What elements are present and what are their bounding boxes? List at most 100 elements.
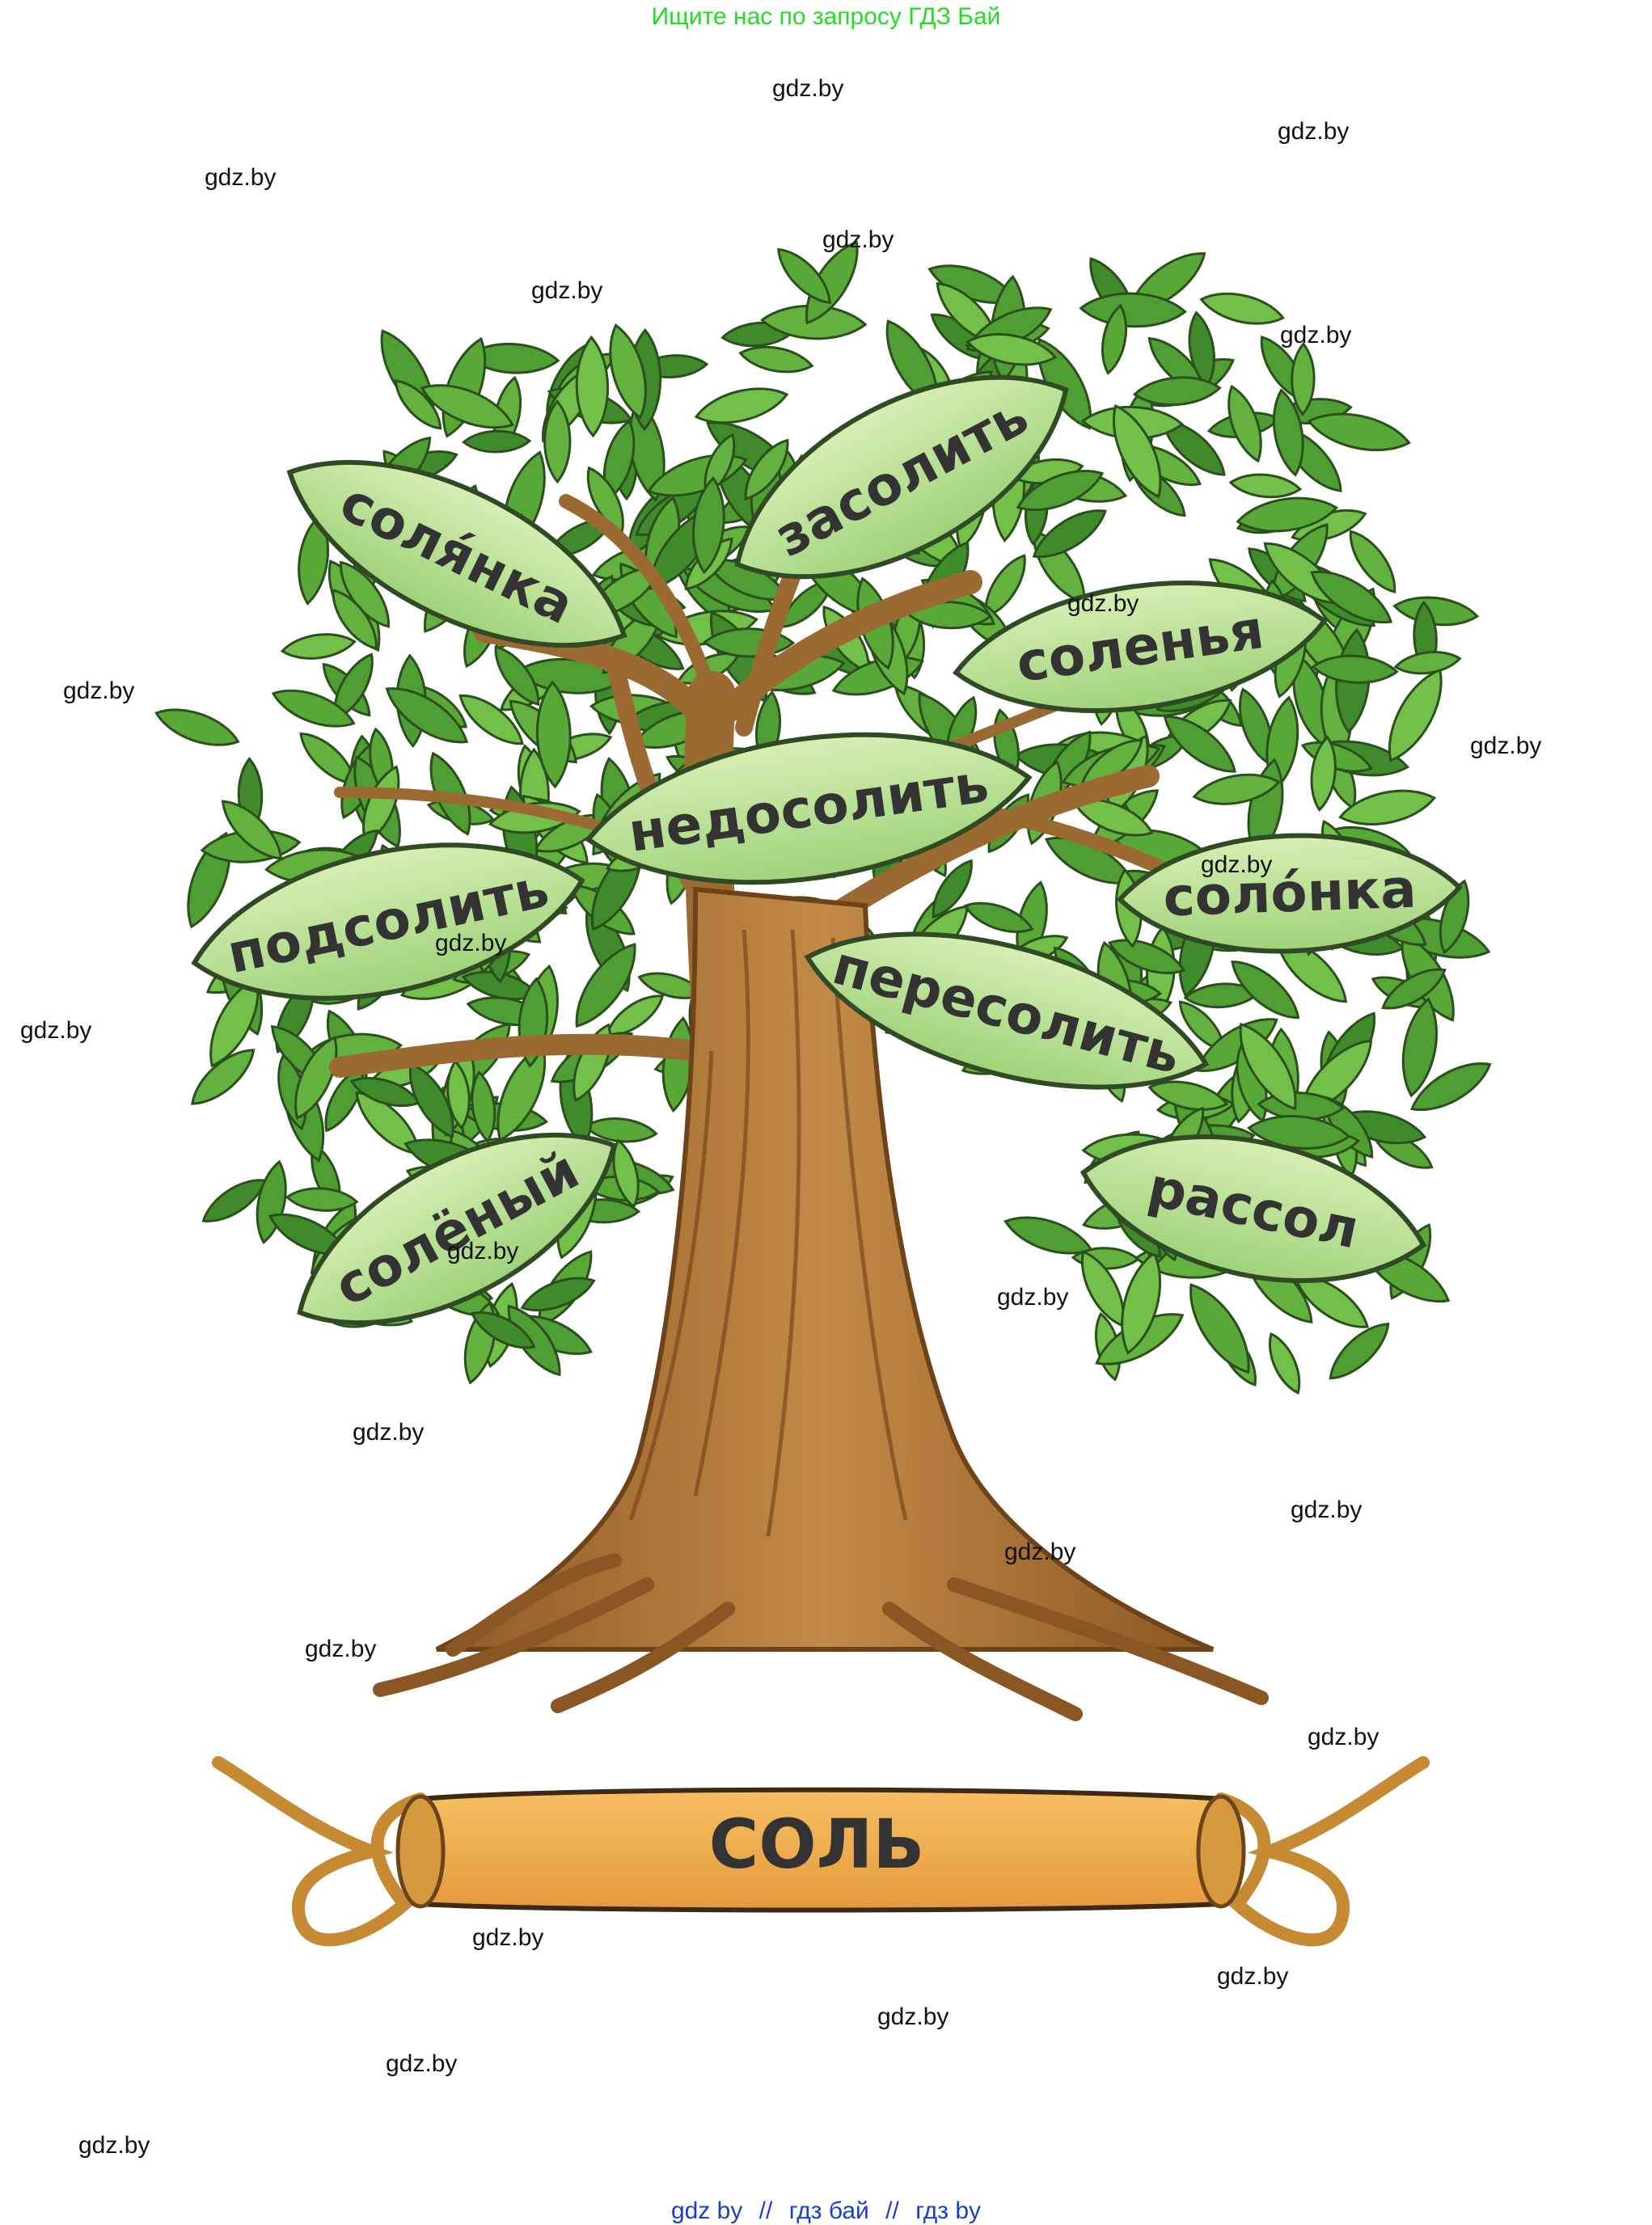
foliage-leaf	[268, 1213, 349, 1256]
watermark: gdz.by	[1470, 733, 1542, 759]
foliage-leaf	[1310, 735, 1337, 812]
watermark: gdz.by	[305, 1636, 377, 1662]
foliage-leaf	[471, 1070, 496, 1143]
trunk-bark-lines	[628, 929, 908, 1537]
foliage-leaf	[575, 335, 610, 438]
watermark: gdz.by	[386, 2050, 458, 2077]
foliage-leaf	[1231, 961, 1300, 1020]
word-leaf-solenya: соленья	[953, 581, 1328, 713]
word-label: соло́нка	[1162, 858, 1418, 929]
foliage-leaf	[1228, 473, 1303, 499]
foliage-leaf	[1392, 596, 1480, 627]
foliage-leaf	[1032, 509, 1107, 559]
foliage-leaf	[965, 333, 1058, 366]
watermark: gdz.by	[1067, 590, 1139, 617]
watermark: gdz.by	[531, 277, 603, 304]
foliage-leaf	[420, 384, 515, 429]
foliage-leaf	[201, 1179, 267, 1222]
foliage-leaf	[744, 438, 789, 500]
foliage-leaf	[1107, 939, 1185, 974]
foliage-leaf	[385, 687, 469, 744]
foliage-leaf	[637, 972, 705, 999]
link-gdz-by[interactable]: gdz by	[670, 2198, 743, 2224]
foliage-leaf	[1227, 384, 1262, 463]
root-ribbon: СОЛЬ	[212, 1756, 1430, 1947]
foliage-leaf	[1291, 342, 1316, 416]
foliage-leaf	[271, 689, 356, 728]
root-word: СОЛЬ	[709, 1805, 925, 1884]
foliage-leaf	[1101, 303, 1127, 375]
foliage-leaf	[927, 264, 1017, 304]
watermark: gdz.by	[1278, 118, 1350, 145]
foliage-leaf	[1310, 570, 1393, 624]
foliage-leaf	[605, 994, 665, 1037]
foliage-leaf	[394, 379, 442, 430]
watermark: gdz.by	[20, 1017, 92, 1044]
link-gdz-bai[interactable]: гдз бай	[788, 2198, 869, 2224]
foliage-leaf	[465, 343, 560, 374]
foliage-leaf	[294, 1036, 338, 1120]
watermark: gdz.by	[877, 2003, 949, 2030]
foliage-leaf	[1393, 651, 1462, 675]
bottom-links: gdz by // гдз бай // гдз by	[0, 2198, 1652, 2225]
foliage-leaf	[609, 323, 647, 420]
foliage-leaf	[507, 1304, 561, 1377]
foliage-leaf	[575, 943, 636, 1028]
watermark: gdz.by	[1280, 322, 1352, 348]
watermark: gdz.by	[472, 1924, 544, 1951]
foliage-leaf	[692, 476, 725, 575]
foliage-leaf	[470, 1311, 536, 1349]
foliage-leaf	[1311, 654, 1399, 684]
watermark: gdz.by	[822, 226, 894, 253]
link-separator: //	[885, 2198, 899, 2224]
foliage-leaf	[583, 1117, 658, 1143]
link-separator: //	[758, 2198, 773, 2224]
foliage-leaf	[349, 1077, 421, 1108]
foliage-leaf	[1192, 773, 1281, 805]
foliage-leaf	[1161, 419, 1226, 476]
foliage-leaf	[458, 694, 524, 745]
foliage-leaf	[963, 901, 1034, 933]
tree-trunk	[435, 886, 1215, 1652]
foliage-leaf	[1401, 997, 1439, 1098]
watermark: gdz.by	[1217, 1963, 1289, 1990]
foliage-leaf	[1439, 879, 1470, 955]
watermark: gdz.by	[1004, 1539, 1076, 1565]
foliage-leaf	[446, 1059, 471, 1130]
foliage-leaf	[520, 1277, 596, 1312]
foliage-leaf	[1037, 337, 1092, 430]
foliage-leaf	[1163, 715, 1236, 773]
watermark: gdz.by	[78, 2132, 150, 2159]
foliage-leaf	[1329, 1323, 1390, 1380]
word-leaf-nedosolit: недосолить	[585, 732, 1033, 885]
word-leaf-solonka: соло́нка	[1116, 833, 1464, 954]
foliage-leaf	[1247, 1115, 1351, 1150]
foliage-leaf	[1045, 836, 1134, 885]
foliage-leaf	[777, 247, 831, 305]
foliage-leaf	[191, 1049, 256, 1105]
foliage-leaf	[760, 304, 868, 340]
foliage-leaf	[285, 1187, 359, 1212]
link-gdz-by-2[interactable]: гдз by	[915, 2198, 982, 2224]
foliage-leaf	[1272, 388, 1304, 477]
foliage-leaf	[932, 859, 973, 919]
watermark: gdz.by	[63, 678, 135, 704]
foliage-leaf	[1239, 1022, 1297, 1111]
top-banner: Ищите нас по запросу ГДЗ Бай	[651, 3, 1001, 30]
foliage-leaf	[1307, 412, 1411, 452]
watermark: gdz.by	[205, 164, 277, 191]
foliage-leaf	[340, 560, 390, 628]
foliage-leaf	[1410, 1062, 1492, 1112]
foliage-leaf	[1338, 789, 1437, 825]
foliage-leaf	[1388, 668, 1443, 762]
foliage-leaf	[1003, 1216, 1093, 1255]
foliage-leaf	[612, 1138, 640, 1209]
foliage-leaf	[494, 645, 540, 707]
foliage-leaf	[1112, 403, 1162, 499]
foliage-leaf	[805, 240, 859, 325]
foliage-leaf	[154, 708, 240, 746]
foliage-leaf	[462, 429, 532, 454]
watermark: gdz.by	[435, 930, 507, 956]
foliage-leaf	[1178, 1000, 1226, 1052]
